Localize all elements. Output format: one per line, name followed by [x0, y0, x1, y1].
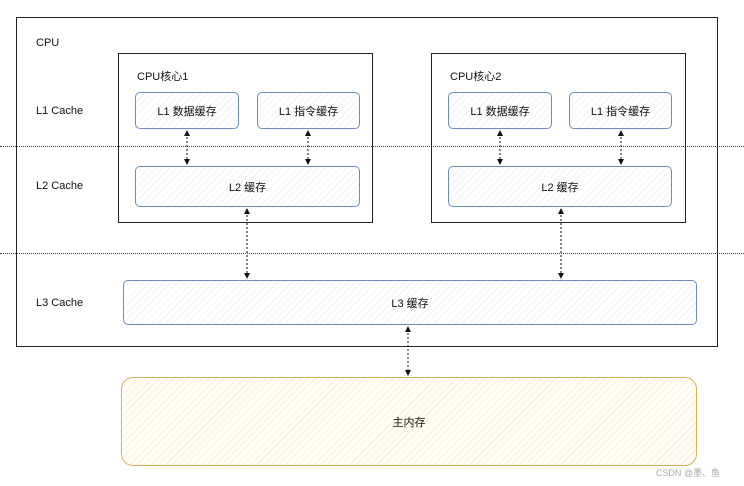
core1-l1-data-label: L1 数据缓存 [157, 105, 217, 118]
level-label-l3: L3 Cache [36, 297, 84, 309]
core1-l1-instruction-cache: L1 指令缓存 [257, 92, 360, 129]
core2-l2-cache: L2 缓存 [448, 166, 672, 207]
level-label-l2: L2 Cache [36, 180, 84, 192]
cpu-label: CPU [36, 37, 60, 49]
l3-label: L3 缓存 [391, 297, 429, 310]
core1-l1-data-cache: L1 数据缓存 [135, 92, 239, 129]
l3-cache: L3 缓存 [123, 280, 697, 325]
core2-l1-instruction-label: L1 指令缓存 [590, 105, 651, 118]
core1-l2-label: L2 缓存 [228, 181, 267, 194]
core2-l2-label: L2 缓存 [541, 181, 579, 194]
core-title-1: CPU核心1 [137, 71, 189, 83]
core2-l1-instruction-cache: L1 指令缓存 [569, 92, 672, 129]
main-memory-label: 主内存 [392, 416, 426, 429]
core1-l1-instruction-label: L1 指令缓存 [278, 105, 339, 118]
core1-l2-cache: L2 缓存 [135, 166, 360, 207]
core-title-2: CPU核心2 [450, 71, 502, 83]
level-label-l1: L1 Cache [36, 105, 84, 117]
main-memory: 主内存 [121, 377, 697, 466]
cpu-frame [16, 17, 718, 347]
core2-l1-data-cache: L1 数据缓存 [448, 92, 552, 129]
watermark: CSDN @墨、鱼 [655, 468, 720, 478]
separator-l2-l3 [0, 253, 744, 254]
core2-l1-data-label: L1 数据缓存 [470, 105, 530, 118]
